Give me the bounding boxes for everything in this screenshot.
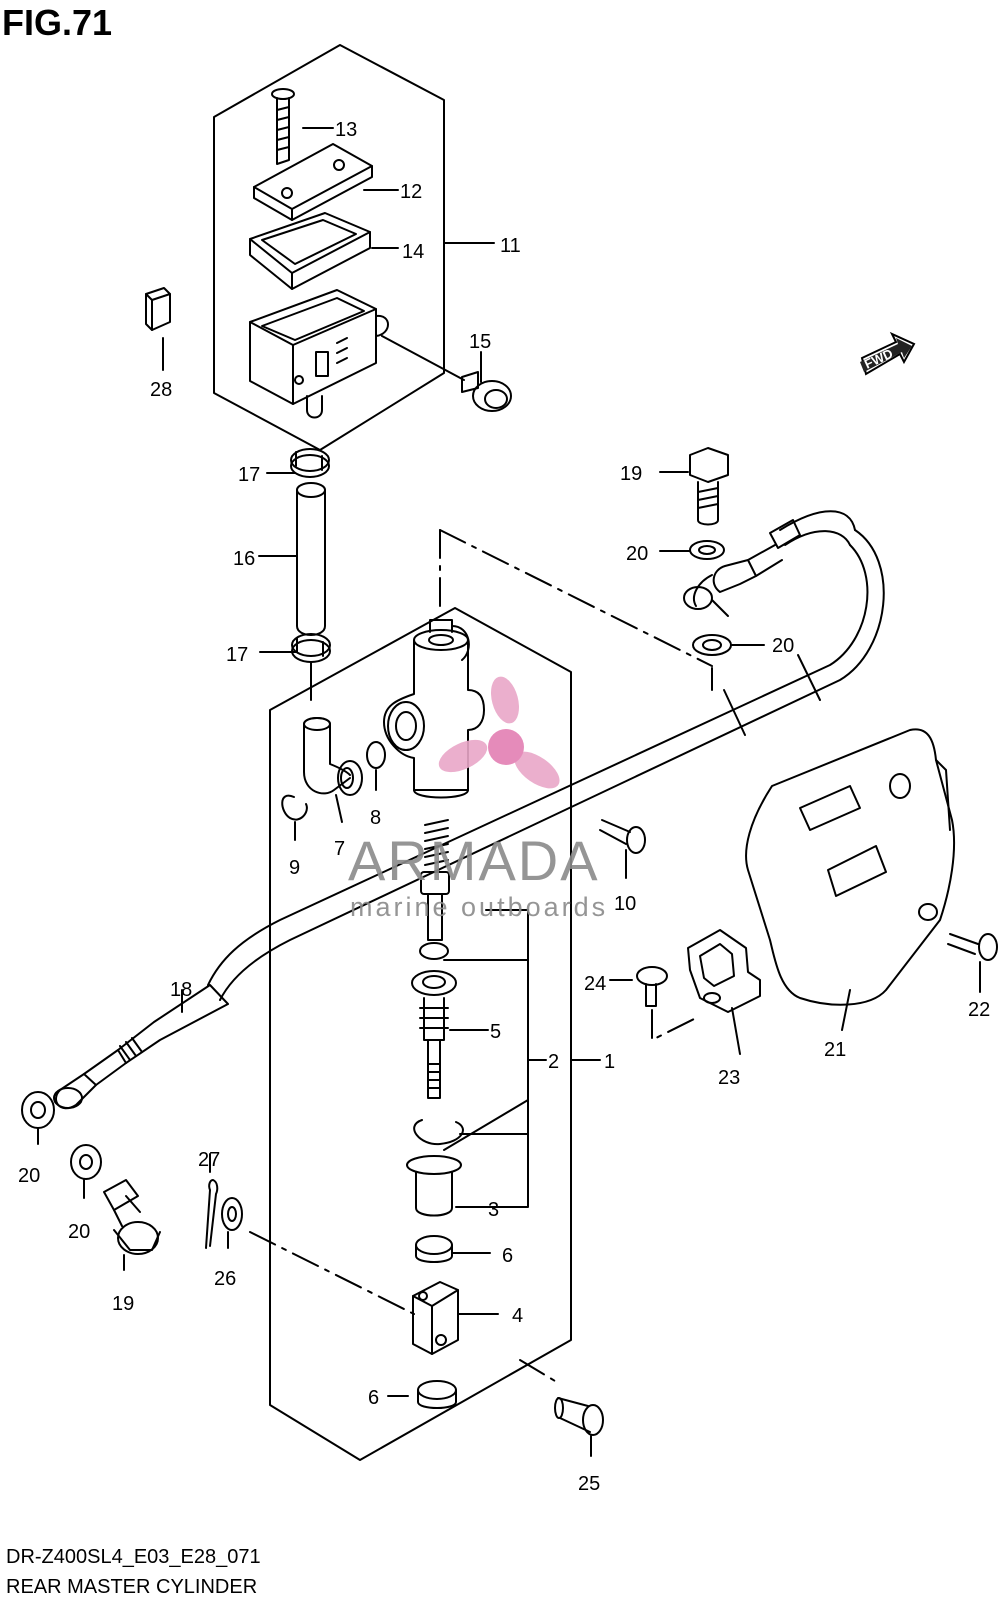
callout-7: 7 [334,838,345,860]
callout-9: 9 [289,857,300,879]
banjo-bolt-lower-part [103,1179,161,1255]
o-ring-part [366,741,386,769]
cover-bolt-part [599,819,646,854]
hose-clamp-upper-part [290,448,330,478]
boot-part [406,1155,462,1217]
callout-8: 8 [370,807,381,829]
cover-mount-bolt-part [947,933,998,961]
bracket-screw-part [636,966,668,1007]
callout-6-upper: 6 [502,1245,513,1267]
callout-20-left-lower: 20 [68,1221,90,1243]
callout-13: 13 [335,119,357,141]
washer-20-upper-part [689,540,725,560]
reservoir-screw-part [271,88,295,165]
callout-20-upper: 20 [626,543,648,565]
callout-19-upper: 19 [620,463,642,485]
callout-22: 22 [968,999,990,1021]
reservoir-cap-plate-part [253,143,373,221]
lock-nut-lower-part [417,1380,457,1409]
callout-4: 4 [512,1305,523,1327]
master-cylinder-cover-part [745,728,956,1006]
dashed-leaders [249,529,713,1385]
callout-5: 5 [490,1021,501,1043]
reservoir-mount-leader [381,335,465,381]
hose-clamp-lower-part [291,633,331,663]
reservoir-diaphragm-part [249,212,371,290]
clevis-pin-part [554,1397,604,1436]
callout-19-lower: 19 [112,1293,134,1315]
callout-18: 18 [170,979,192,1001]
callout-21: 21 [824,1039,846,1061]
push-rod-part [419,997,449,1099]
callout-leaders [37,127,981,1457]
callout-16: 16 [233,548,255,570]
callout-20-mid: 20 [772,635,794,657]
callout-26: 26 [214,1268,236,1290]
reservoir-hose-part [296,482,326,636]
callout-28: 28 [150,379,172,401]
banjo-bolt-upper-part [689,447,729,526]
callout-1: 1 [604,1051,615,1073]
callout-10: 10 [614,893,636,915]
seal-cup-part [419,942,449,960]
cover-bracket-part [687,929,761,1013]
clevis-part [412,1281,459,1355]
washer-20-left-upper-part [21,1091,55,1129]
callout-6-lower: 6 [368,1387,379,1409]
callout-24: 24 [584,973,606,995]
callout-11: 11 [500,235,521,257]
circlip-part-9 [281,794,308,821]
callout-15: 15 [469,331,491,353]
callout-25: 25 [578,1473,600,1495]
drawing-name: REAR MASTER CYLINDER [6,1576,258,1598]
hose-connector-part [303,717,363,796]
callout-17-upper: 17 [238,464,260,486]
callout-23: 23 [718,1067,740,1089]
cotter-pin-part [205,1179,219,1249]
watermark-tagline: marine outboards [350,892,608,922]
callout-27: 27 [198,1149,220,1171]
fwd-badge-label: FWD [862,346,895,372]
pad-part-28 [145,287,171,331]
callout-labels: 13 12 14 11 15 28 17 16 17 7 8 9 19 20 2… [18,119,990,1495]
callout-3: 3 [488,1199,499,1221]
brake-hose-part [53,510,885,1110]
reservoir-mount-bolt-part [461,371,512,412]
figure-title: FIG.71 [2,2,113,43]
watermark-brand: ARMADA [348,829,600,892]
master-cylinder-body-part [383,619,485,799]
washer-part-26 [221,1197,243,1231]
master-cylinder-assembly-outline [269,607,572,1461]
callout-20-left-upper: 20 [18,1165,40,1187]
reservoir-assembly-outline [213,44,445,451]
drawing-code: DR-Z400SL4_E03_E28_071 [6,1546,261,1568]
lock-nut-upper-part [415,1235,453,1263]
reservoir-body-part [249,289,389,419]
washer-20-left-lower-part [70,1144,102,1180]
push-rod-washer-part [411,970,457,996]
forward-direction-badge: FWD [860,331,916,376]
washer-20-mid-part [692,634,732,656]
callout-12: 12 [400,181,422,203]
callout-17-lower: 17 [226,644,248,666]
armada-watermark: ARMADA marine outboards [348,676,608,922]
callout-14: 14 [402,241,424,263]
callout-2: 2 [548,1051,559,1073]
snap-ring-part [413,1119,464,1146]
